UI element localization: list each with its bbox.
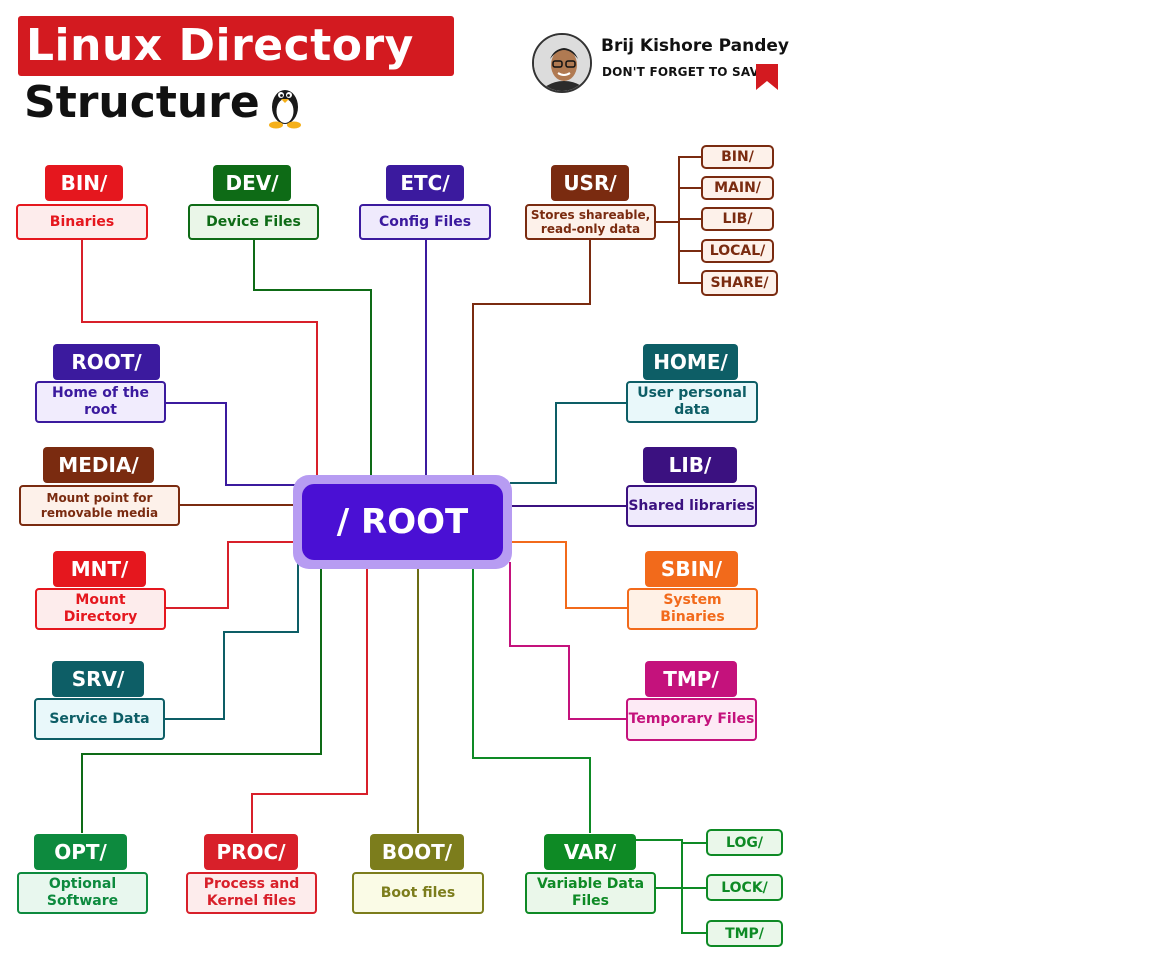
page-title: Linux Directory xyxy=(18,16,454,76)
wire-usr-tree xyxy=(656,156,701,284)
usr-subdir: BIN/ xyxy=(701,145,774,169)
wire-dev xyxy=(253,240,372,478)
wire-opt xyxy=(81,568,322,833)
home-desc: User personal data xyxy=(626,381,758,423)
bin-desc: Binaries xyxy=(16,204,148,240)
var-desc: Variable Data Files xyxy=(525,872,656,914)
opt-desc: Optional Software xyxy=(17,872,148,914)
home-header: HOME/ xyxy=(643,344,738,380)
wire-tmp xyxy=(509,562,627,720)
wire-bin xyxy=(81,240,318,478)
dev-header: DEV/ xyxy=(213,165,291,201)
media-desc: Mount point for removable media xyxy=(19,485,180,526)
author-avatar xyxy=(532,33,592,93)
boot-desc: Boot files xyxy=(352,872,484,914)
dev-desc: Device Files xyxy=(188,204,319,240)
var-subdir: TMP/ xyxy=(706,920,783,947)
wire-var xyxy=(472,568,591,833)
media-header: MEDIA/ xyxy=(43,447,154,483)
wire-root xyxy=(166,402,296,486)
wire-mnt xyxy=(166,541,296,609)
wire-proc xyxy=(251,568,368,833)
lib-header: LIB/ xyxy=(643,447,737,483)
root-node: / ROOT xyxy=(302,484,503,560)
proc-header: PROC/ xyxy=(204,834,298,870)
sbin-desc: System Binaries xyxy=(627,588,758,630)
var-subdir: LOG/ xyxy=(706,829,783,856)
var-header: VAR/ xyxy=(544,834,636,870)
usr-desc: Stores shareable, read-only data xyxy=(525,204,656,240)
bookmark-icon[interactable] xyxy=(756,64,778,90)
root-dir-header: ROOT/ xyxy=(53,344,160,380)
opt-header: OPT/ xyxy=(34,834,127,870)
bin-header: BIN/ xyxy=(45,165,123,201)
wire-var-tree xyxy=(636,839,706,934)
var-subdir: LOCK/ xyxy=(706,874,783,901)
wire-sbin xyxy=(510,541,628,609)
wire-home xyxy=(510,402,627,484)
tmp-header: TMP/ xyxy=(645,661,737,697)
sbin-header: SBIN/ xyxy=(645,551,738,587)
tux-penguin-icon xyxy=(268,90,301,129)
mnt-desc: Mount Directory xyxy=(35,588,166,630)
page-subtitle: Structure xyxy=(24,74,306,132)
proc-desc: Process and Kernel files xyxy=(186,872,317,914)
srv-desc: Service Data xyxy=(34,698,165,740)
tmp-desc: Temporary Files xyxy=(626,698,757,741)
usr-subdir: MAIN/ xyxy=(701,176,774,200)
save-reminder: DON'T FORGET TO SAVE xyxy=(602,65,768,79)
wire-usr xyxy=(472,240,591,478)
author-name: Brij Kishore Pandey xyxy=(601,36,790,56)
usr-subdir: SHARE/ xyxy=(701,270,778,296)
etc-desc: Config Files xyxy=(359,204,491,240)
boot-header: BOOT/ xyxy=(370,834,464,870)
etc-header: ETC/ xyxy=(386,165,464,201)
lib-desc: Shared libraries xyxy=(626,485,757,527)
page-subtitle-text: Structure xyxy=(24,77,260,128)
usr-subdir: LOCAL/ xyxy=(701,239,774,263)
usr-header: USR/ xyxy=(551,165,629,201)
mnt-header: MNT/ xyxy=(53,551,146,587)
root-dir-desc: Home of the root xyxy=(35,381,166,423)
wire-srv xyxy=(165,562,299,720)
usr-subdir: LIB/ xyxy=(701,207,774,231)
srv-header: SRV/ xyxy=(52,661,144,697)
